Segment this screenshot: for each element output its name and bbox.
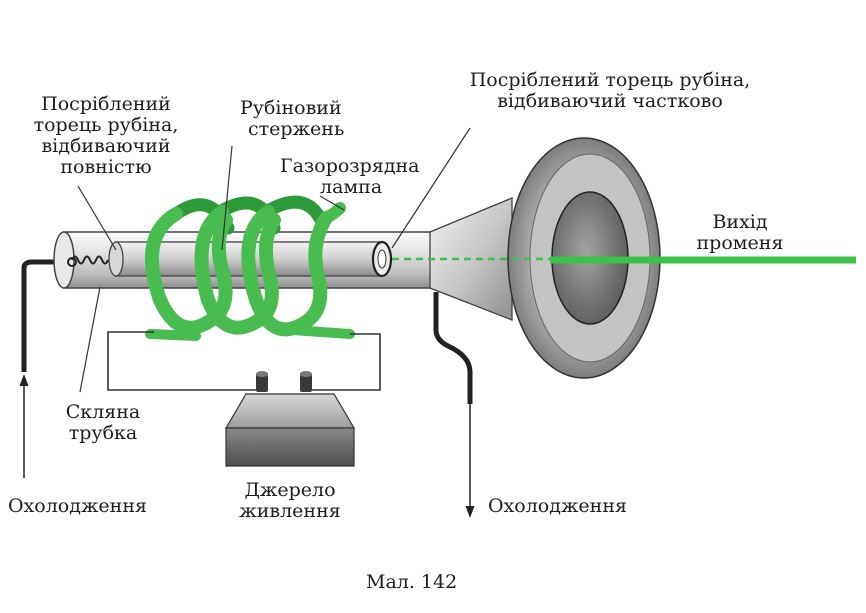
cooling-outlet-arrowhead	[465, 506, 475, 518]
label-ruby-rod: Рубіновий стержень	[240, 97, 345, 140]
ruby-rod-mirror-partial	[377, 249, 387, 269]
power-supply-box	[224, 371, 356, 467]
label-mirror-full: Посріблений торець рубіна, відбиваючий п…	[33, 93, 179, 178]
label-cooling-in: Охолодження	[8, 495, 147, 517]
label-mirror-partial: Посріблений торець рубіна, відбиваючий ч…	[469, 69, 751, 112]
figure-caption: Мал. 142	[366, 571, 458, 593]
label-flash-lamp: Газорозрядна лампа	[280, 155, 420, 198]
ruby-rod-left-end	[108, 241, 124, 277]
label-power-supply: Джерело живлення	[239, 479, 341, 522]
cooling-inlet-arrowhead	[19, 374, 29, 386]
filament-end	[67, 257, 77, 267]
label-glass-tube: Скляна трубка	[65, 401, 141, 444]
cooling-inlet-pipe	[21, 259, 64, 372]
glass-tube-end	[53, 231, 75, 289]
flash-lamp-coil	[144, 202, 355, 341]
circuit-wire	[107, 331, 381, 391]
label-beam-output: Вихід променя	[696, 211, 784, 254]
label-cooling-out: Охолодження	[488, 495, 627, 517]
cooling-outlet-pipe	[433, 292, 473, 404]
filament-coil	[71, 255, 109, 265]
leader-lines	[77, 127, 471, 393]
